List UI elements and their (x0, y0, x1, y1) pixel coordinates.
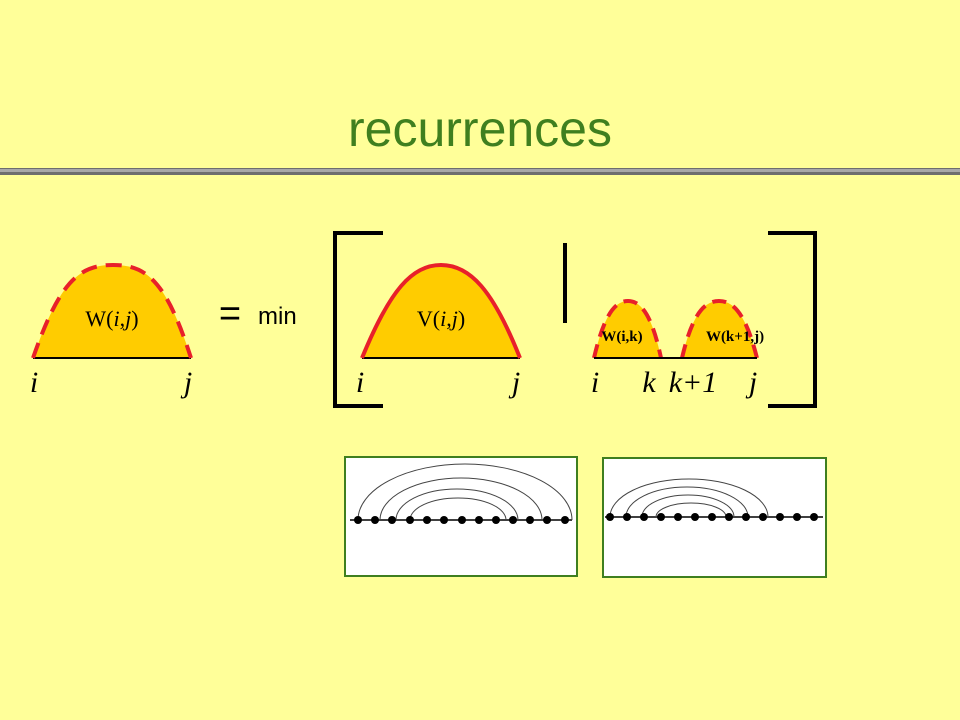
title-rule (0, 168, 960, 175)
option-split-left-label: W(i,k) (601, 329, 642, 345)
option-v-tick-i: i (356, 366, 364, 399)
slide-title: recurrences (348, 101, 612, 157)
option-v-label: V(i,j) (417, 306, 465, 331)
option-split-tick-j: j (745, 366, 757, 399)
right-bracket (768, 231, 817, 408)
option-split-left-region (592, 298, 663, 359)
lhs-tick-i: i (30, 366, 38, 399)
option-v-tick-j: j (508, 366, 520, 399)
example-panel-split-dots (606, 513, 818, 521)
equals-sign: = (219, 293, 241, 335)
option-split-right-region (680, 298, 759, 359)
option-split-tick-k: k (642, 366, 656, 399)
option-split-tick-i: i (591, 366, 599, 399)
example-panel-split (602, 457, 827, 578)
option-split-right-label: W(k+1,j) (706, 329, 764, 345)
lhs-tick-j: j (180, 366, 192, 399)
lhs-w-label: W(i,j) (85, 306, 138, 331)
option-v-region (360, 262, 522, 359)
min-label: min (258, 303, 297, 330)
option-split-tick-k1: k+1 (669, 366, 718, 399)
left-bracket (333, 231, 383, 408)
example-panel-nested-dots (354, 516, 569, 524)
lhs-w-region (31, 262, 193, 359)
example-panel-nested (344, 456, 578, 577)
